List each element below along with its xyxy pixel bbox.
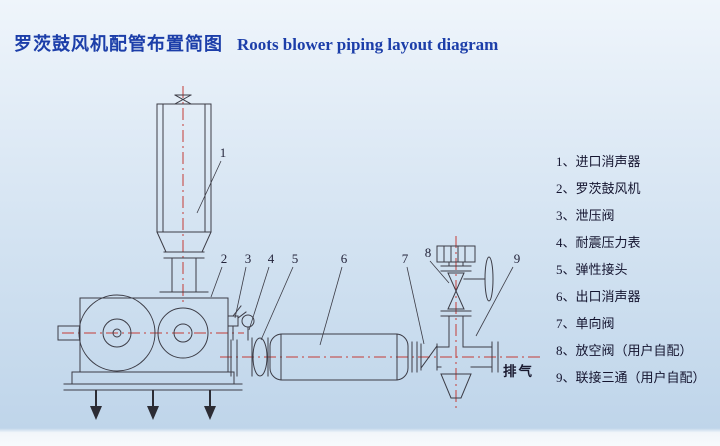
callout-9: 9 [514, 251, 521, 266]
connecting-tee [440, 373, 472, 399]
legend-item-flexible-joint: 5、弹性接头 [556, 256, 706, 283]
callout-7: 7 [402, 251, 409, 266]
legend-item-label: 6、出口消声器 [556, 289, 641, 304]
callout-numbers: 1 2 3 4 5 6 7 8 9 [220, 145, 521, 266]
pipe-flange [411, 341, 418, 373]
roots-blower [57, 294, 243, 391]
callout-4: 4 [268, 251, 275, 266]
drawing-lines [57, 94, 499, 420]
title-english: Roots blower piping layout diagram [237, 35, 499, 54]
legend-item-label: 9、联接三通（用户自配） [556, 370, 706, 385]
callout-leaders [196, 160, 514, 346]
legend-item-label: 1、进口消声器 [556, 154, 641, 169]
discharge-pipe [436, 341, 499, 373]
legend: 1、进口消声器 2、罗茨鼓风机 3、泄压阀 4、耐震压力表 5、弹性接头 6、出… [556, 148, 706, 391]
legend-item-outlet-silencer: 6、出口消声器 [556, 283, 706, 310]
legend-item-check-valve: 7、单向阀 [556, 310, 706, 337]
exhaust-label: 排气 [503, 363, 534, 379]
callout-6: 6 [341, 251, 348, 266]
vent-valve-branch [436, 245, 494, 348]
check-valve [420, 343, 438, 371]
legend-item-roots-blower: 2、罗茨鼓风机 [556, 175, 706, 202]
rain-cap-icon [174, 94, 192, 105]
legend-item-relief-valve: 3、泄压阀 [556, 202, 706, 229]
inlet-silencer [156, 103, 212, 299]
flexible-joint [251, 337, 269, 377]
title-chinese: 罗茨鼓风机配管布置简图 [14, 34, 223, 54]
legend-item-label: 4、耐震压力表 [556, 235, 641, 250]
legend-item-label: 5、弹性接头 [556, 262, 628, 277]
anchor-bolt-arrows [90, 390, 216, 420]
pressure-gauge [241, 314, 255, 341]
legend-item-label: 7、单向阀 [556, 316, 615, 331]
callout-8: 8 [425, 245, 432, 260]
legend-item-vent-valve: 8、放空阀（用户自配） [556, 337, 706, 364]
callout-3: 3 [245, 251, 252, 266]
callout-1: 1 [220, 145, 227, 160]
legend-item-label: 3、泄压阀 [556, 208, 615, 223]
callout-2: 2 [221, 251, 228, 266]
page-title: 罗茨鼓风机配管布置简图 Roots blower piping layout di… [14, 30, 498, 56]
legend-item-label: 2、罗茨鼓风机 [556, 181, 641, 196]
callout-5: 5 [292, 251, 299, 266]
legend-item-inlet-silencer: 1、进口消声器 [556, 148, 706, 175]
outlet-silencer [269, 333, 409, 381]
discharge-flange [230, 339, 238, 377]
legend-item-label: 8、放空阀（用户自配） [556, 343, 693, 358]
relief-valve [227, 305, 247, 341]
legend-item-pressure-gauge: 4、耐震压力表 [556, 229, 706, 256]
legend-item-connecting-tee: 9、联接三通（用户自配） [556, 364, 706, 391]
centerlines [62, 86, 542, 412]
